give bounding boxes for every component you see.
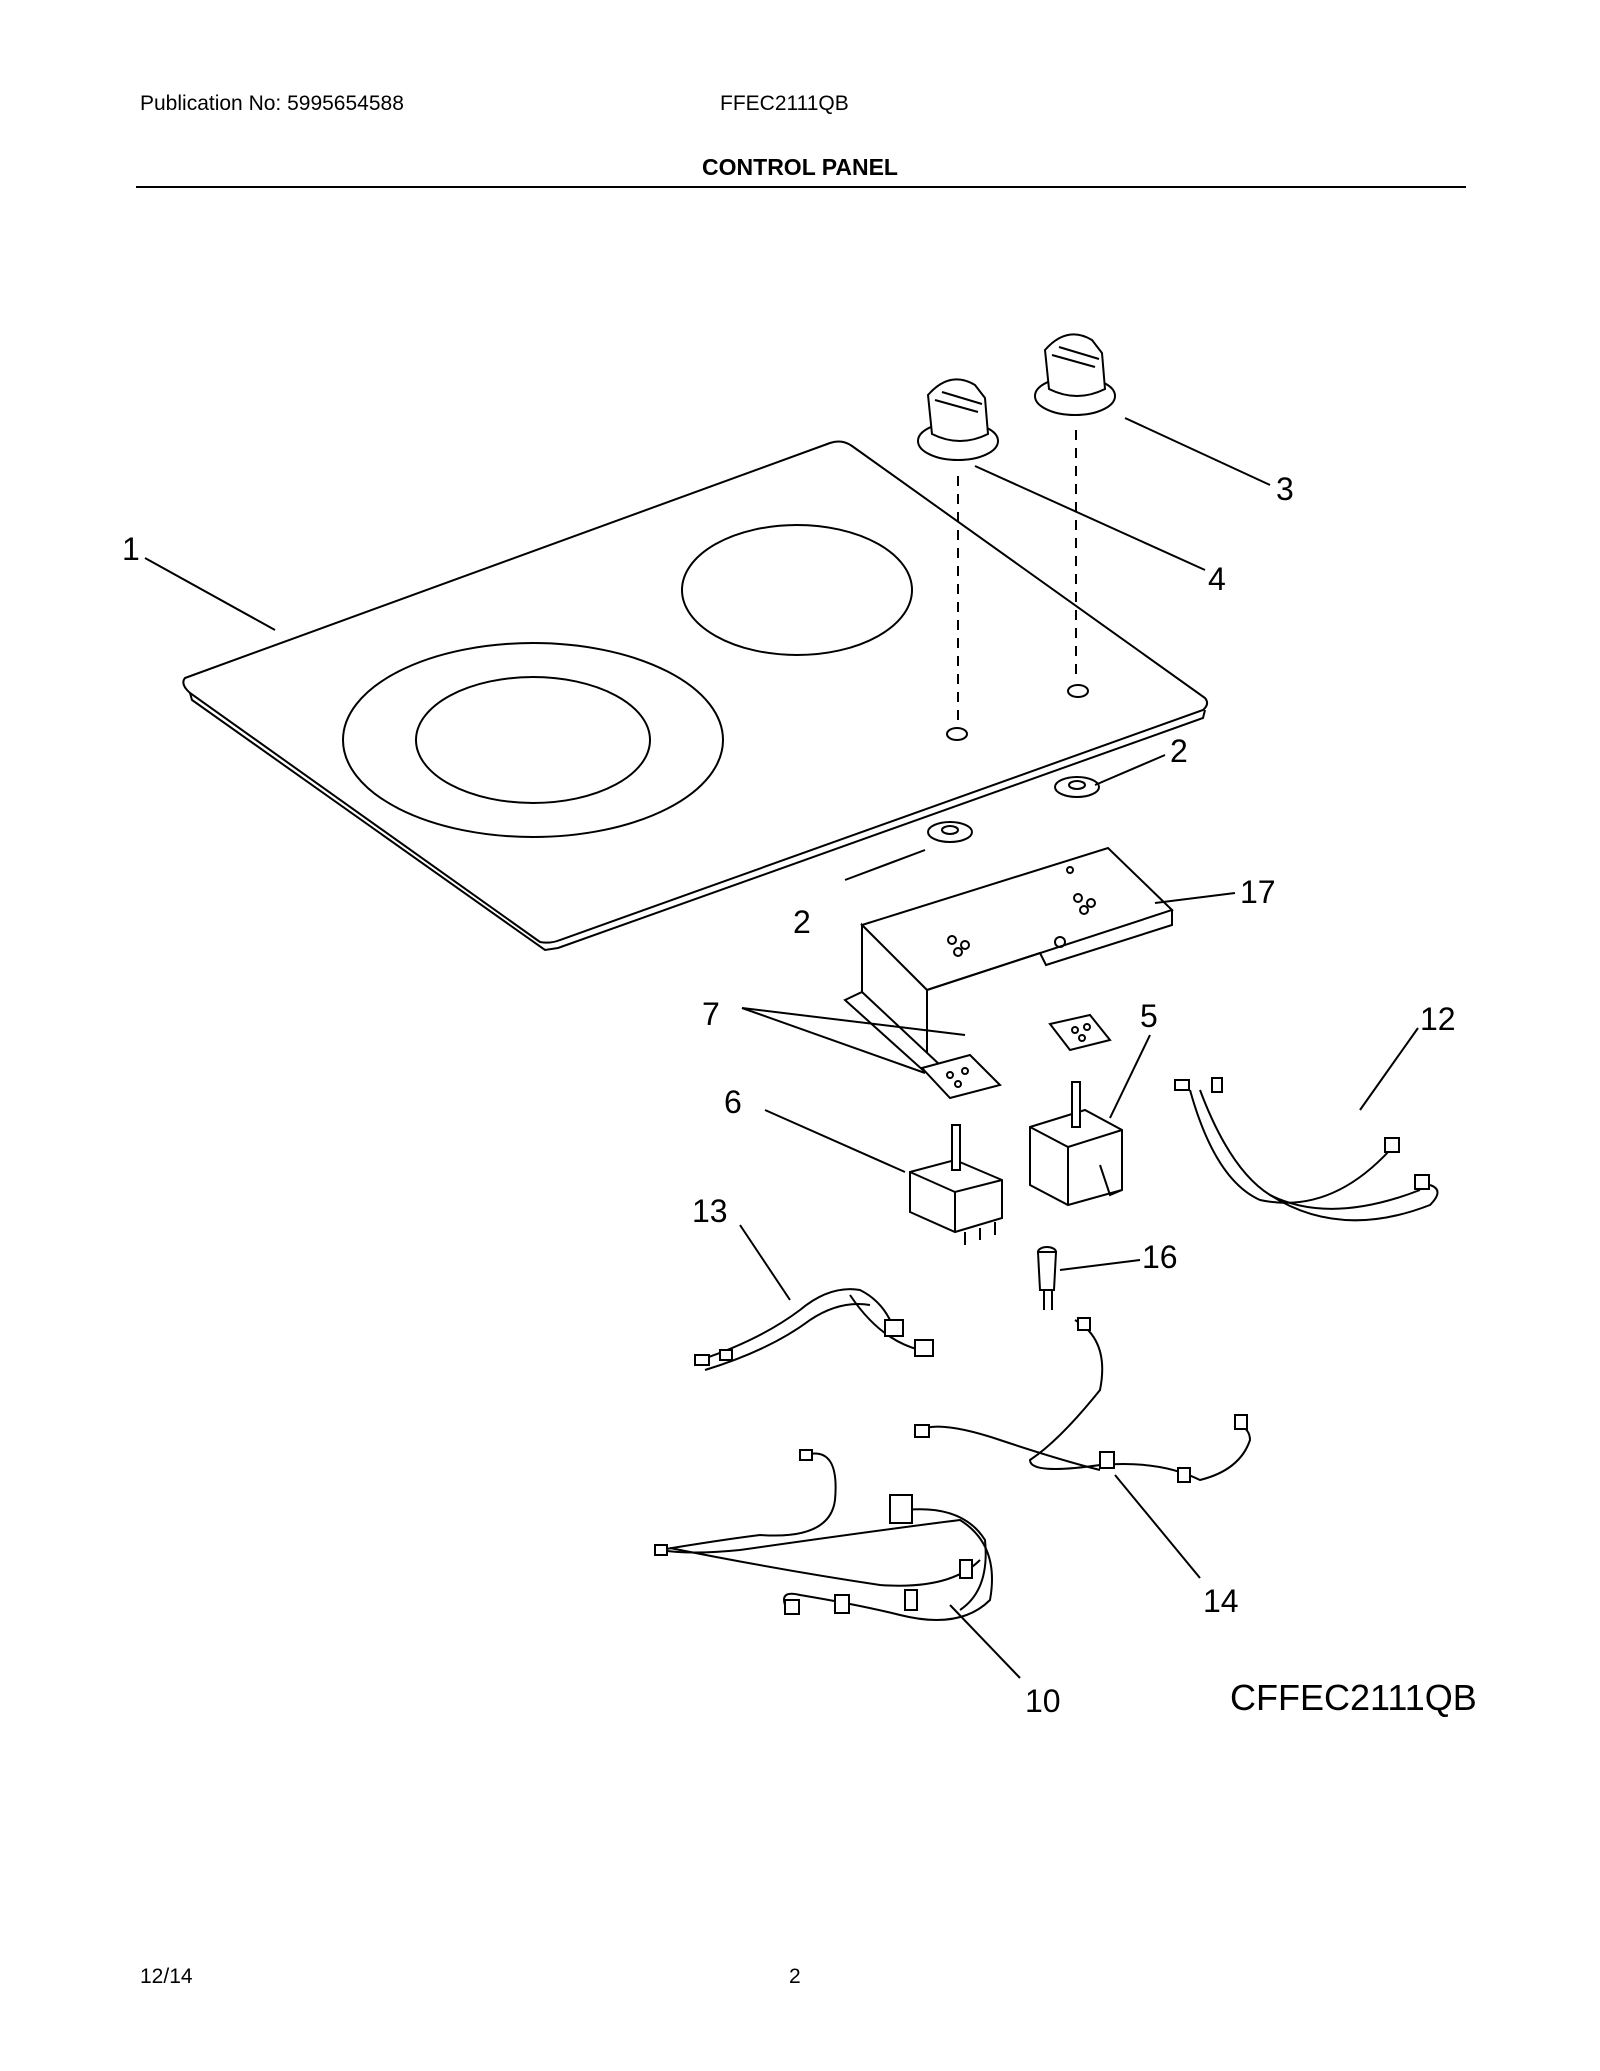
publication-number: Publication No: 5995654588 <box>140 92 404 115</box>
callout-17: 17 <box>1240 874 1276 910</box>
callout-2-right: 2 <box>1170 733 1188 769</box>
infinite-switch-small <box>909 1124 1003 1245</box>
callout-4: 4 <box>1208 561 1226 597</box>
infinite-switch-large <box>1029 1081 1123 1207</box>
art-number: CFFEC2111QB <box>1230 1677 1477 1718</box>
wire-harness-12 <box>1174 1077 1439 1222</box>
callout-6: 6 <box>724 1084 742 1120</box>
wire-harness-13 <box>694 1288 934 1371</box>
callout-7: 7 <box>702 996 720 1032</box>
callout-3: 3 <box>1276 471 1294 507</box>
cooktop-glass <box>182 440 1209 952</box>
footer-date: 12/14 <box>140 1965 193 1988</box>
section-title: CONTROL PANEL <box>702 154 898 180</box>
grommet-left <box>927 821 973 843</box>
knob-hole-left <box>946 727 968 741</box>
large-burner-inner-ring <box>415 676 651 804</box>
header-rule <box>136 186 1466 188</box>
small-burner-ring <box>681 524 913 656</box>
callout-14: 14 <box>1203 1583 1239 1619</box>
leader-lines <box>144 417 1419 1679</box>
indicator-light <box>1036 1246 1058 1310</box>
callout-2-left: 2 <box>793 904 811 940</box>
wire-harness-14 <box>914 1317 1252 1483</box>
large-burner-outer-ring <box>342 642 724 838</box>
callout-1: 1 <box>122 531 140 567</box>
callout-13: 13 <box>692 1193 728 1229</box>
callout-5: 5 <box>1140 998 1158 1034</box>
knob-hole-right <box>1067 684 1089 698</box>
knob-left <box>917 378 999 461</box>
knob-right <box>1034 333 1116 416</box>
footer-page-number: 2 <box>789 1965 801 1988</box>
insulation-pad-upper <box>1048 1013 1112 1052</box>
callout-16: 16 <box>1142 1239 1178 1275</box>
callout-12: 12 <box>1420 1001 1456 1037</box>
grommet-right <box>1054 776 1100 798</box>
insulation-pad-lower <box>920 1053 1002 1100</box>
model-number: FFEC2111QB <box>720 92 849 115</box>
wire-harness-10 <box>654 1449 993 1621</box>
control-bracket <box>843 846 1174 1074</box>
callout-10: 10 <box>1025 1683 1061 1719</box>
